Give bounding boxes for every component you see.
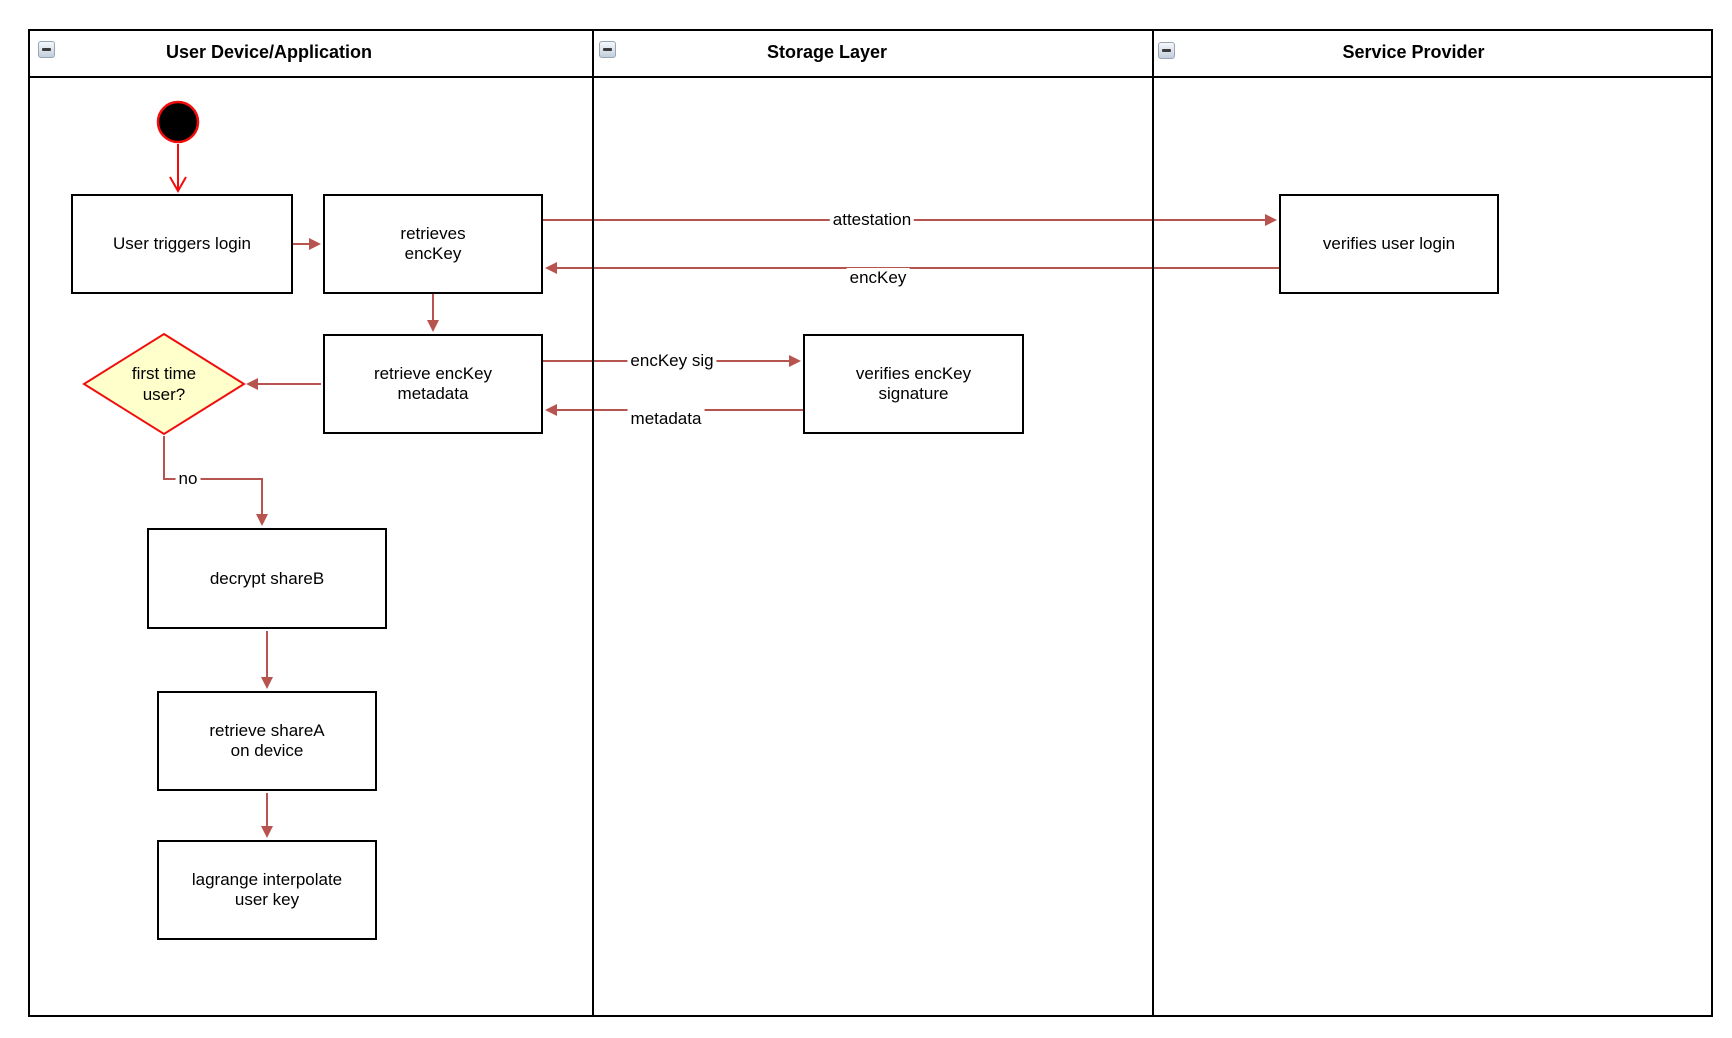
activity-user-triggers-login[interactable]: User triggers login	[71, 194, 293, 294]
activity-retrieve-enckey-metadata[interactable]: retrieve encKey metadata	[323, 334, 543, 434]
minus-icon	[42, 48, 51, 51]
minus-icon	[1162, 49, 1171, 52]
activity-verifies-enckey-signature[interactable]: verifies encKey signature	[803, 334, 1024, 434]
arrowhead-icon	[545, 404, 557, 416]
activity-retrieves-enckey[interactable]: retrieves encKey	[323, 194, 543, 294]
edge-start-arrowhead-icon	[169, 176, 187, 194]
arrowhead-icon	[545, 262, 557, 274]
edge-label-enckey: encKey	[846, 268, 910, 288]
arrowhead-icon	[261, 677, 273, 689]
lane-title-user-device[interactable]: User Device/Application	[165, 42, 373, 62]
lane-title-storage-layer[interactable]: Storage Layer	[766, 42, 888, 62]
collapse-lane-button[interactable]	[38, 41, 55, 58]
arrowhead-icon	[1265, 214, 1277, 226]
activity-decrypt-shareb[interactable]: decrypt shareB	[147, 528, 387, 629]
start-node[interactable]	[156, 100, 200, 144]
decision-label: first time user?	[131, 363, 197, 404]
arrowhead-icon	[246, 378, 258, 390]
lane-header-row: User Device/Application Storage Layer Se…	[30, 31, 1711, 78]
activity-lagrange-interpolate-user-key[interactable]: lagrange interpolate user key	[157, 840, 377, 940]
edge-label-no: no	[175, 469, 201, 489]
edge-label-enckey-sig: encKey sig	[627, 351, 717, 371]
collapse-lane-button[interactable]	[1158, 42, 1175, 59]
edge-label-metadata: metadata	[627, 409, 705, 429]
edge-label-attestation: attestation	[829, 210, 915, 230]
arrowhead-icon	[261, 826, 273, 838]
activity-verifies-user-login[interactable]: verifies user login	[1279, 194, 1499, 294]
lane-divider	[1152, 31, 1154, 1015]
arrowhead-icon	[789, 355, 801, 367]
swimlane-pool: User Device/Application Storage Layer Se…	[28, 29, 1713, 1017]
lane-title-service-provider[interactable]: Service Provider	[1342, 42, 1485, 62]
minus-icon	[603, 48, 612, 51]
arrowhead-icon	[256, 514, 268, 526]
lane-divider	[592, 31, 594, 1015]
collapse-lane-button[interactable]	[599, 41, 616, 58]
arrowhead-icon	[309, 238, 321, 250]
arrowhead-icon	[427, 320, 439, 332]
activity-retrieve-sharea-on-device[interactable]: retrieve shareA on device	[157, 691, 377, 791]
